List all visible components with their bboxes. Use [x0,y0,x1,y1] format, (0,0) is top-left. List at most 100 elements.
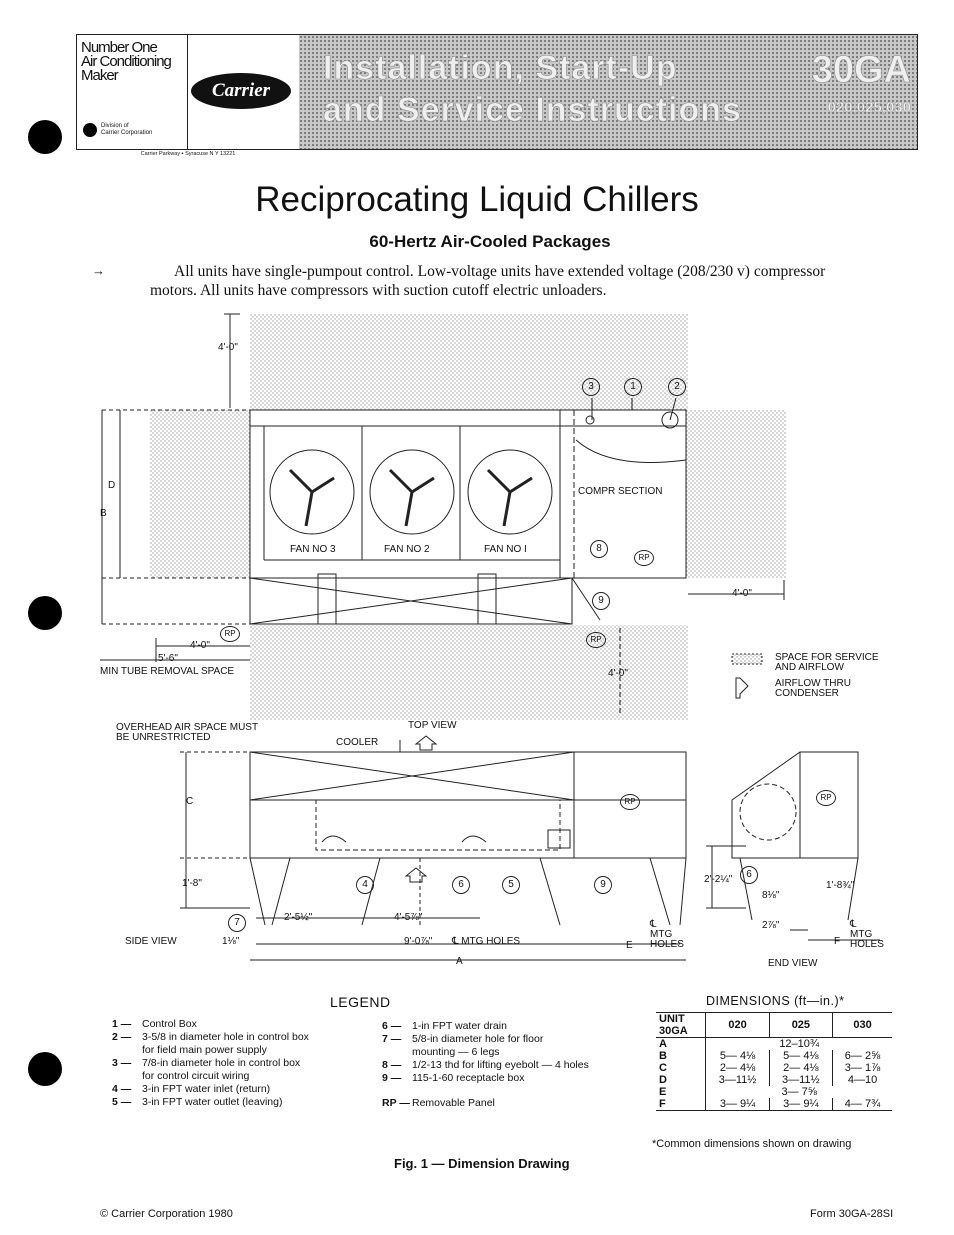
cl-mtg-end: ℄ MTG HOLES [850,920,884,950]
cell-value: 3—11½ [705,1074,770,1086]
service-space-left [150,410,250,578]
side-view-label: SIDE VIEW [125,936,177,947]
legend-item-7: 7 — 5/8-in diameter hole for floor [382,1033,652,1046]
end-dim-2-2-label: 2'-2¼" [704,874,733,885]
overhead-line2: BE UNRESTRICTED [116,732,211,743]
cl-mtg-side: ℄ MTG HOLES [650,920,684,950]
fan2-label: FAN NO 2 [384,544,430,555]
table-row: A 12–10¾ [656,1037,892,1050]
binder-hole-top [28,120,62,154]
top-view-label: TOP VIEW [408,720,457,731]
header-logo-cell: Carrier [187,35,300,149]
service-space-front [250,625,688,720]
legend-item-9: 9 —115-1-60 receptacle box [382,1072,652,1085]
legend-title: LEGEND [330,994,391,1010]
form-number: Form 30GA-28SI [810,1208,894,1220]
table-row: C 2— 4⅛ 2— 4⅛ 3— 1⅞ [656,1062,892,1074]
legend-column-left: 1 —Control Box 2 —3-5/8 in diameter hole… [112,1018,372,1109]
legend-item-8-num: 8 — [382,1059,402,1071]
banner-model-sub: 020,025,030 [827,99,911,116]
row-label: B [656,1050,707,1062]
legend-item-4-num: 4 — [112,1083,132,1095]
cell-value: 3— 9¼ [705,1098,770,1111]
callout-4: 4 [356,876,374,894]
legend-airflow-line1: AIRFLOW THRU [775,678,851,689]
copyright: © Carrier Corporation 1980 [100,1208,233,1220]
legend-item-1-text: Control Box [142,1018,197,1030]
cl-mtg-side-2: MTG [650,929,673,940]
cell-value: 6— 2⅝ [844,1050,881,1062]
fan-2-icon [369,449,455,535]
carrier-logo-text: Carrier [211,80,271,101]
cl-mtg-side-3: HOLES [650,939,684,950]
table-row: D 3—11½ 3—11½ 4—10 [656,1074,892,1086]
division-line-1: Division of [101,123,129,129]
dimensions-note: *Common dimensions shown on drawing [652,1138,852,1150]
change-arrow-icon: → [92,263,105,278]
mtg-holes-label: ℄ MTG HOLES [452,936,521,947]
service-space-right [686,410,786,578]
legend-item-2-text-2: for field main power supply [142,1044,267,1056]
rp-callout-5: RP [816,790,836,806]
airflow-up-icon-side [404,867,428,883]
cl-mtg-end-1: ℄ [850,919,857,930]
cell-value: 5— 4⅛ [769,1050,834,1062]
tube-removal-label: MIN TUBE REMOVAL SPACE [100,666,235,677]
header-banner: Installation, Start-Up and Service Instr… [299,35,917,149]
rp-callout-1: RP [634,550,654,566]
legend-item-8-text: 1/2-13 thd for lifting eyebolt — 4 holes [412,1059,589,1071]
legend-item-7-num: 7 — [382,1033,402,1045]
fan-3-icon [269,449,355,535]
cell-value: 4— 7¾ [844,1098,881,1110]
callout-7: 7 [228,914,246,932]
legend-item-7-text: 5/8-in diameter hole for floor [412,1033,544,1045]
end-dim-8-label: 8⅛" [762,890,780,901]
rp-callout-2: RP [220,626,240,642]
legend-item-2-num: 2 — [112,1031,132,1043]
fan3-label: FAN NO 3 [290,544,336,555]
row-common-value: 12–10¾ [779,1038,820,1050]
cl-mtg-end-2: MTG [850,929,873,940]
legend-item-rp-text: Removable Panel [412,1097,495,1109]
dim-c-label: C [186,796,194,807]
dimensions-header-row: UNIT 30GA 020 025 030 [656,1012,892,1038]
cell-value: 2— 4⅛ [705,1062,770,1074]
legend-item-9-num: 9 — [382,1072,402,1084]
dim-a-label: A [456,956,463,967]
cl-mtg-end-3: HOLES [850,939,884,950]
callout-3: 3 [582,378,600,396]
dimension-drawing [100,313,880,961]
callout-2: 2 [668,378,686,396]
tube-dim-label: 5'-6" [158,653,178,664]
dimensions-title: DIMENSIONS (ft—in.)* [706,994,845,1008]
legend-item-1-num: 1 — [112,1018,132,1030]
binder-hole-middle [28,596,62,630]
fan1-label: FAN NO I [484,544,527,555]
unit-header-1: UNIT [659,1013,685,1025]
unit-header: UNIT 30GA [656,1012,707,1038]
legend-item-rp-num: RP — [382,1097,410,1109]
compr-section-label: COMPR SECTION [578,486,663,497]
side-view-unit [249,751,687,859]
binder-hole-bottom [28,1052,62,1086]
legend-item-3-text: 7/8-in diameter hole in control box [142,1057,301,1069]
tagline-line-1: Number One [81,39,158,56]
figure-caption: Fig. 1 — Dimension Drawing [394,1156,570,1171]
banner-line-2: and Service Instructions [323,91,742,130]
legend-item-6-num: 6 — [382,1020,402,1032]
row-label: A [656,1037,707,1050]
carrier-badge-icon [83,123,97,137]
page-title: Reciprocating Liquid Chillers [255,180,699,219]
division-line-2: Carrier Corporation [101,130,153,136]
row-label: F [656,1098,707,1111]
tagline-line-2: Air Conditioning [81,53,172,70]
dim-d-label: D [108,480,116,491]
tagline-line-3: Maker [81,67,119,84]
header-box: Number One Air Conditioning Maker Divisi… [76,34,918,157]
legend-item-1: 1 — Control Box [112,1018,372,1031]
intro-paragraph: All units have single-pumpout control. L… [150,263,826,299]
legend-item-8: 8 — 1/2-13 thd for lifting eyebolt — 4 ho… [382,1059,652,1072]
dimensions-table: UNIT 30GA 020 025 030 A 12–10¾ B 5— 4⅛ 5… [656,1012,892,1111]
legend-column-right: 6 —1-in FPT water drain 7 —5/8-in diamet… [382,1020,652,1110]
legend-item-7-text-2: mounting — 6 legs [412,1046,500,1058]
